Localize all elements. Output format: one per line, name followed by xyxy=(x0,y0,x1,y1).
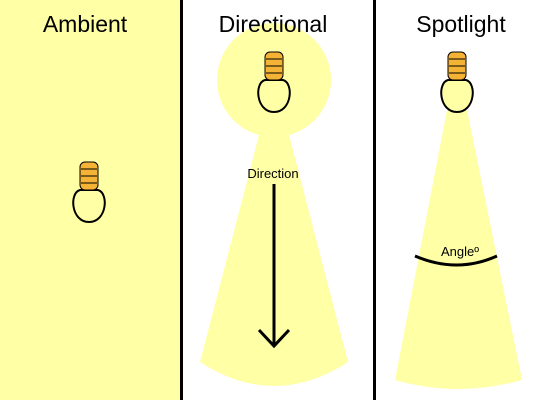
bulb-glass xyxy=(440,79,474,114)
angle-label: Angleº xyxy=(441,244,479,259)
panel-title-spotlight: Spotlight xyxy=(416,11,506,37)
panel-ambient: Ambient xyxy=(0,0,180,400)
panel-spotlight: Spotlight Angleº xyxy=(395,11,522,389)
panel-directional: Directional Direction xyxy=(200,11,348,387)
light-bulb-icon xyxy=(257,51,291,114)
angle-arc xyxy=(414,254,498,267)
light-bulb-icon xyxy=(440,51,474,114)
bulb-glass xyxy=(257,79,291,114)
spotlight-cone xyxy=(395,110,522,389)
arrow-down-icon xyxy=(257,184,291,349)
arrow-head xyxy=(257,328,291,349)
light-bulb-icon xyxy=(72,161,106,224)
panel-title-ambient: Ambient xyxy=(43,11,128,37)
bulb-glass xyxy=(72,189,106,224)
direction-label: Direction xyxy=(247,166,298,181)
panel-title-directional: Directional xyxy=(219,11,328,37)
